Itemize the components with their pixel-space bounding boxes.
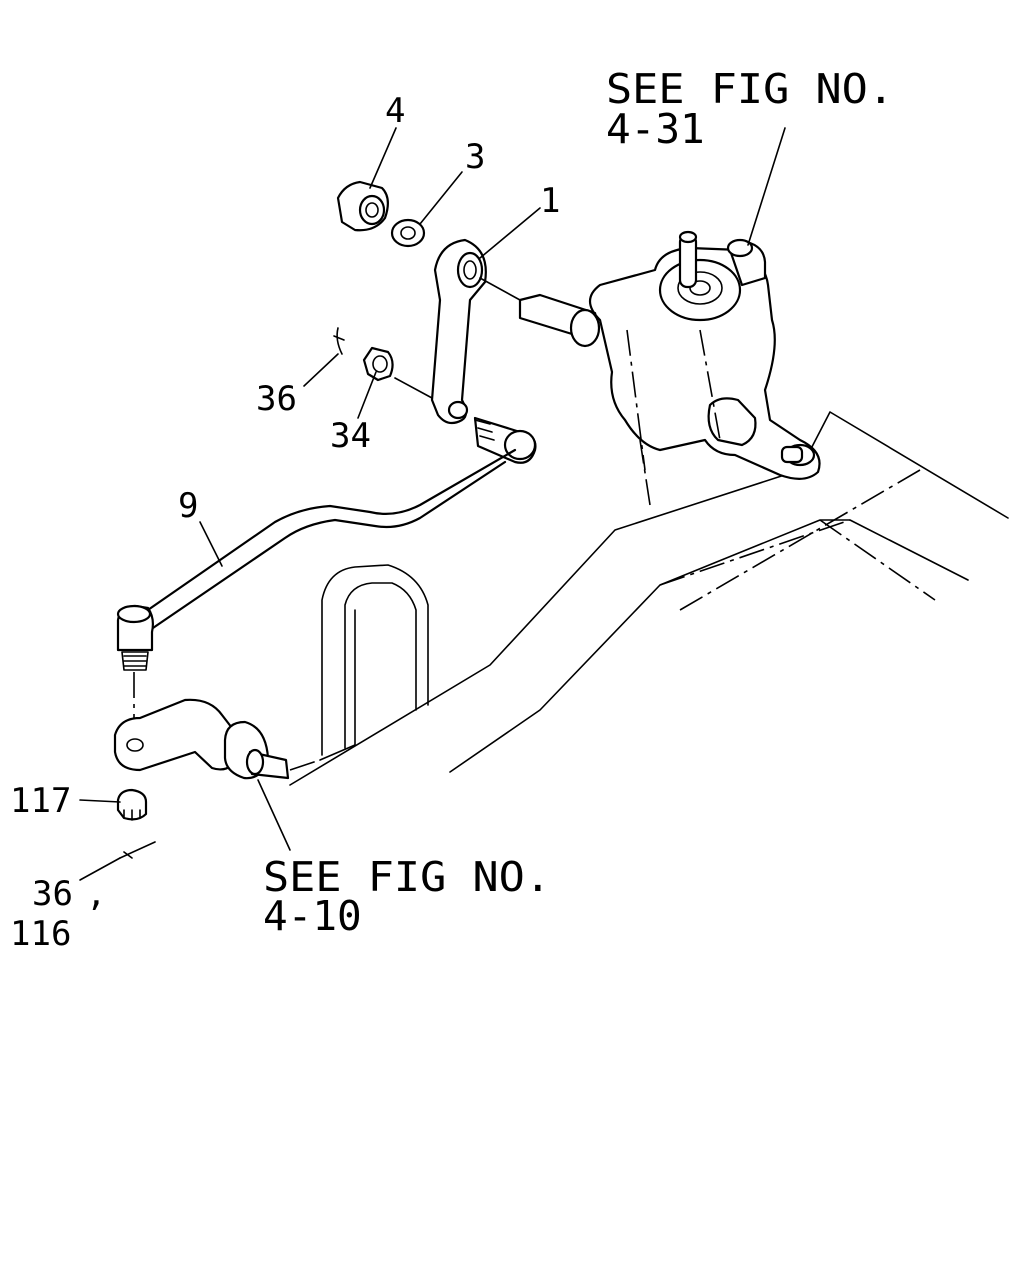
knuckle-arm [113, 698, 321, 780]
castle-nut-lower [116, 788, 148, 821]
steering-gear-box [518, 230, 821, 480]
ref-top-line2: 4-31 [606, 105, 705, 153]
leader-lines [79, 127, 786, 881]
label-part-36-upper: 36 [256, 379, 297, 419]
label-comma: , [86, 874, 106, 914]
chassis-frame [289, 411, 1009, 786]
label-part-116: 116 [10, 914, 71, 954]
label-part-117: 117 [10, 781, 71, 821]
label-part-9: 9 [178, 486, 198, 526]
cotter-pin [333, 327, 345, 355]
label-part-3: 3 [465, 137, 485, 177]
pitman-arm [430, 238, 521, 425]
ref-bottom-line1: SEE FIG NO. [263, 853, 551, 901]
castle-nut-small [362, 346, 433, 399]
cotter-pin-lower [119, 841, 156, 859]
ref-bottom-line2: 4-10 [263, 892, 362, 940]
ref-top-line1: SEE FIG NO. [606, 65, 894, 113]
label-part-1: 1 [540, 181, 560, 221]
callout-labels: SEE FIG NO. 4-31 4 3 1 36 34 9 117 SEE F… [10, 65, 894, 954]
washer [390, 218, 426, 248]
castle-nut [336, 180, 389, 232]
label-part-4: 4 [385, 91, 405, 131]
label-part-34: 34 [330, 416, 371, 456]
drag-link [116, 416, 537, 745]
spring-bracket [321, 564, 429, 756]
label-part-36-lower: 36 [32, 874, 73, 914]
